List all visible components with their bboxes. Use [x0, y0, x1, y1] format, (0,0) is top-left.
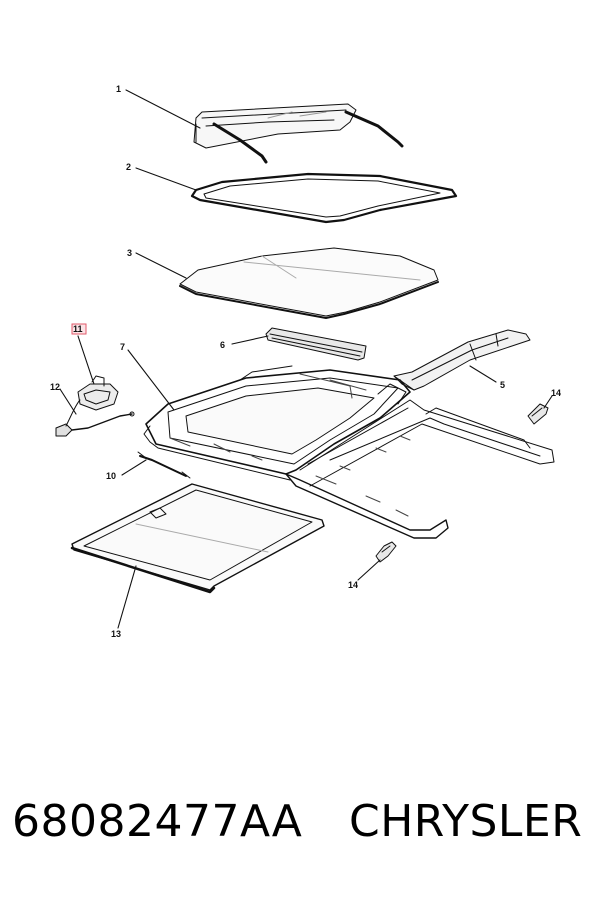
brand-name: CHRYSLER: [349, 796, 583, 847]
callout-13: 13: [111, 629, 121, 639]
callout-7: 7: [120, 342, 125, 352]
side-rail-part: [285, 399, 555, 539]
callout-1: 1: [116, 84, 121, 94]
latch-handle-right-part: [527, 403, 549, 425]
callout-labels: 1 2 3 5 6 7 10 11 12 13 14 14: [50, 84, 561, 639]
part-number: 68082477AA: [12, 796, 303, 847]
glass-panel-part: [179, 247, 439, 319]
callout-11: 11: [73, 324, 83, 334]
callout-5: 5: [500, 380, 505, 390]
callout-10: 10: [106, 471, 116, 481]
latch-handle-bottom-part: [375, 541, 397, 563]
sunroof-exploded-diagram: 1 2 3 5 6 7 10 11 12 13 14 14: [50, 84, 561, 639]
callout-3: 3: [127, 248, 132, 258]
callout-12: 12: [50, 382, 60, 392]
wind-deflector-part: [193, 103, 404, 164]
sunshade-part: [70, 483, 325, 594]
callout-14-right: 14: [551, 388, 561, 398]
sunroof-frame-part: [143, 365, 411, 481]
callout-14-bottom: 14: [348, 580, 358, 590]
footer-caption: 68082477AA CHRYSLER: [0, 796, 600, 866]
glass-seal-part: [190, 172, 458, 224]
drain-tube-part: [137, 451, 191, 479]
callout-2: 2: [126, 162, 131, 172]
callout-11-highlight: [71, 323, 87, 335]
leader-lines: [59, 89, 553, 629]
seal-strip-part: [265, 327, 367, 361]
callout-6: 6: [220, 340, 225, 350]
motor-part: [77, 375, 119, 411]
rear-bracket-part: [393, 329, 531, 391]
